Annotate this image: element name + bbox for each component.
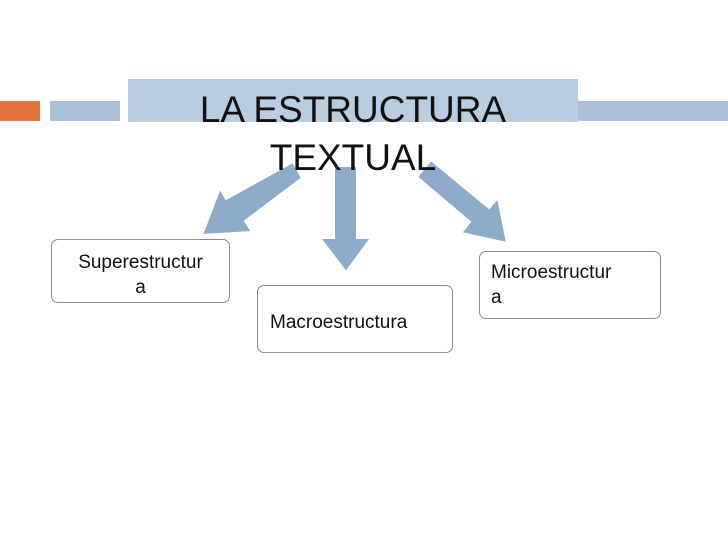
node-microestructura: Microestructur a [479,251,661,319]
arrow-to-superestructura [200,160,304,237]
node-label-line-2: a [135,277,146,298]
accent-bar-blue-left [50,101,120,121]
arrow-to-macroestructura [317,165,373,274]
arrow-to-microestructura [415,158,509,245]
node-label-line-1: Superestructur [78,252,203,273]
title-background [128,79,578,122]
accent-bar-orange [0,101,40,121]
title-line-1: LA ESTRUCTURA [199,89,507,130]
node-label-line-1: Macroestructura [270,312,408,333]
title-line-2: TEXTUAL [269,137,437,178]
node-macroestructura: Macroestructura [257,285,453,353]
node-superestructura: Superestructur a [51,239,230,303]
accent-bar-blue-right [578,101,728,121]
diagram-title: LA ESTRUCTURA TEXTUAL [128,86,578,182]
node-label-line-2: a [491,287,502,308]
node-label-line-1: Microestructur [491,262,612,283]
